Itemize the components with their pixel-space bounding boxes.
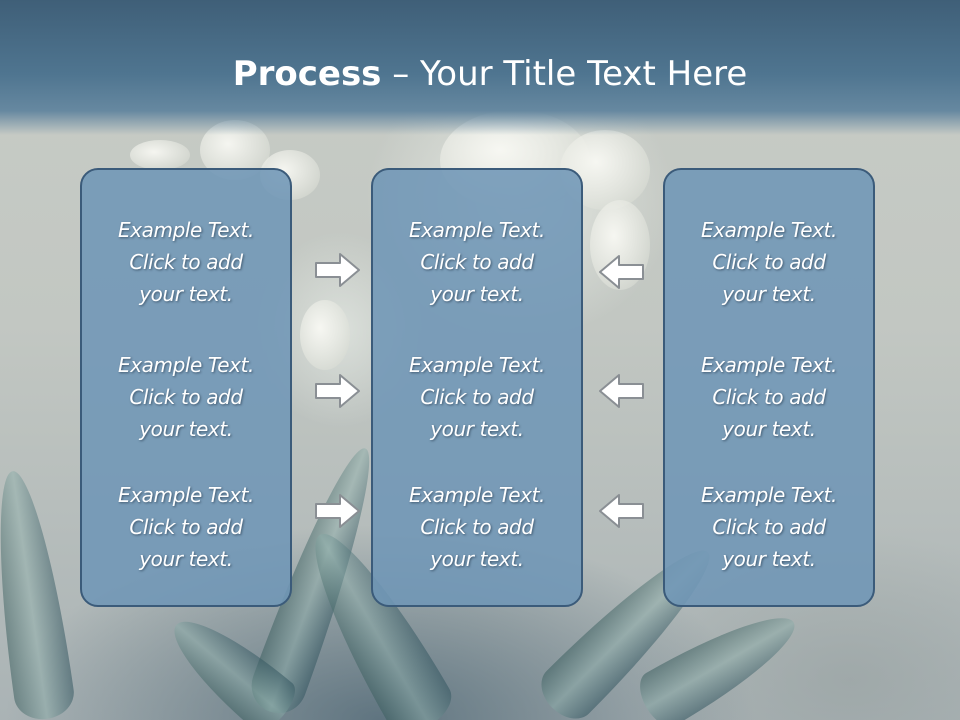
text-line: Example Text. [700,483,837,507]
text-line: your text. [139,282,233,306]
text-block[interactable]: Example Text. Click to add your text. [373,214,581,310]
text-line: Example Text. [117,353,254,377]
text-line: Example Text. [408,218,545,242]
text-line: Example Text. [700,218,837,242]
left-arrow-icon [599,374,644,408]
title-bold-text: Process [232,54,382,94]
text-line: your text. [722,417,816,441]
text-line: your text. [722,547,816,571]
text-block[interactable]: Example Text. Click to add your text. [82,349,290,445]
right-arrow-icon [315,374,360,408]
text-line: Click to add [129,515,243,539]
title-rest-text: – Your Title Text Here [381,54,748,94]
text-block[interactable]: Example Text. Click to add your text. [373,349,581,445]
text-line: Click to add [129,385,243,409]
text-line: Click to add [712,250,826,274]
text-line: Example Text. [408,353,545,377]
text-block[interactable]: Example Text. Click to add your text. [665,349,873,445]
text-line: Example Text. [700,353,837,377]
text-block[interactable]: Example Text. Click to add your text. [82,214,290,310]
text-line: your text. [430,417,524,441]
text-line: your text. [139,547,233,571]
text-line: your text. [430,547,524,571]
text-line: Click to add [712,515,826,539]
text-line: Click to add [129,250,243,274]
process-box-middle[interactable]: Example Text. Click to add your text. Ex… [371,168,583,607]
text-block[interactable]: Example Text. Click to add your text. [373,479,581,575]
text-line: your text. [139,417,233,441]
process-box-right[interactable]: Example Text. Click to add your text. Ex… [663,168,875,607]
right-arrow-icon [315,494,360,528]
text-line: Click to add [712,385,826,409]
left-arrow-icon [599,494,644,528]
text-line: your text. [430,282,524,306]
title-bar [0,0,960,135]
flower-petal [300,300,350,370]
text-block[interactable]: Example Text. Click to add your text. [665,214,873,310]
text-block[interactable]: Example Text. Click to add your text. [665,479,873,575]
text-line: your text. [722,282,816,306]
left-arrow-icon [599,255,644,289]
process-box-left[interactable]: Example Text. Click to add your text. Ex… [80,168,292,607]
text-block[interactable]: Example Text. Click to add your text. [82,479,290,575]
right-arrow-icon [315,253,360,287]
text-line: Click to add [420,385,534,409]
text-line: Click to add [420,515,534,539]
slide-title[interactable]: Process – Your Title Text Here [0,52,960,96]
text-line: Example Text. [408,483,545,507]
flower-petal [130,140,190,170]
text-line: Example Text. [117,483,254,507]
text-line: Click to add [420,250,534,274]
text-line: Example Text. [117,218,254,242]
leaf [0,467,78,720]
